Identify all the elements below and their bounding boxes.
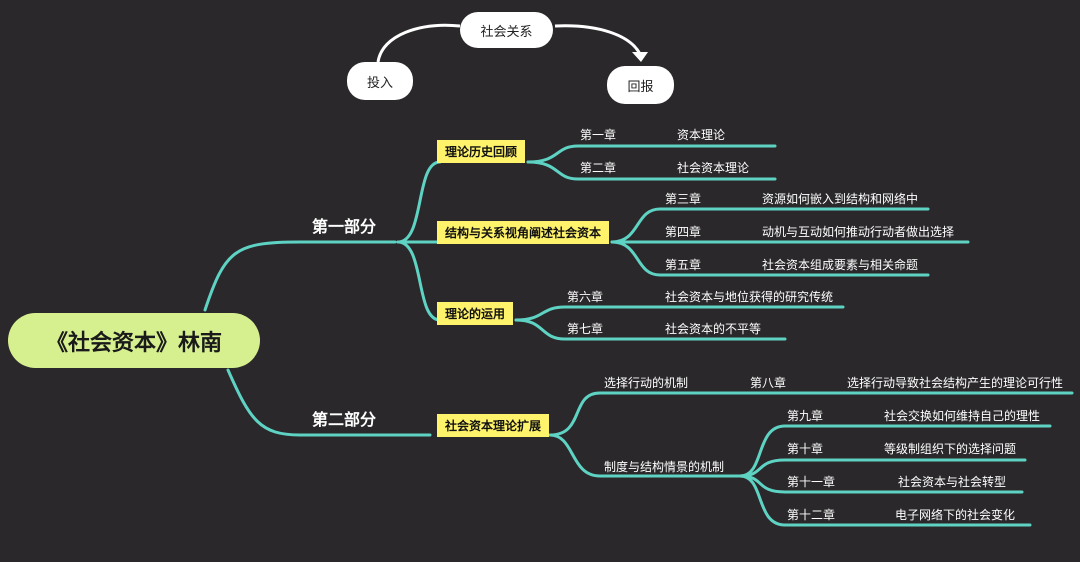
part2-label: 第二部分 — [312, 410, 377, 429]
branch-t4-s2 — [548, 433, 742, 478]
chapter-11-title: 社会资本与社会转型 — [898, 475, 1007, 489]
chapter-4-title: 动机与互动如何推动行动者做出选择 — [762, 225, 955, 239]
chapter-10-title: 等级制组织下的选择问题 — [884, 442, 1017, 456]
chapter-12-number: 第十二章 — [787, 508, 836, 522]
invest-pill: 投入 — [347, 62, 413, 100]
branch-p1-t1 — [396, 160, 442, 244]
chapter-3-number: 第三章 — [665, 192, 702, 206]
sub-choice-mechanism: 选择行动的机制 — [604, 376, 689, 390]
sub-institution-mechanism: 制度与结构情景的机制 — [604, 460, 725, 474]
chapter-8-number: 第八章 — [750, 376, 787, 390]
branch-s2-ch9 — [738, 424, 1052, 478]
chapter-6-number: 第六章 — [567, 290, 604, 304]
topic-extension: 社会资本理论扩展 — [437, 414, 550, 437]
branch-t4-s1 — [548, 391, 1074, 437]
chapter-9-number: 第九章 — [787, 409, 824, 423]
chapter-2-title: 社会资本理论 — [677, 161, 750, 175]
root-node: 《社会资本》林南 — [8, 313, 260, 368]
topic-history: 理论历史回顾 — [437, 140, 526, 163]
chapter-6-title: 社会资本与地位获得的研究传统 — [665, 290, 834, 304]
branch-t2-ch5 — [610, 240, 930, 277]
branch-t3-ch7 — [514, 318, 787, 341]
chapter-1-number: 第一章 — [580, 128, 617, 142]
branch-t3-ch6 — [514, 305, 845, 322]
return-pill: 回报 — [607, 66, 674, 104]
chapter-3-title: 资源如何嵌入到结构和网络中 — [762, 192, 919, 206]
social-relation-pill: 社会关系 — [460, 12, 553, 48]
cycle-arrow-right — [554, 24, 642, 55]
branch-root-part2 — [226, 368, 432, 437]
chapter-5-number: 第五章 — [665, 258, 702, 272]
cycle-arrowhead — [632, 52, 648, 62]
cycle-arrow-left — [376, 23, 461, 63]
branch-p1-t3 — [396, 240, 442, 322]
topic-structure: 结构与关系视角阐述社会资本 — [437, 221, 610, 244]
chapter-5-title: 社会资本组成要素与相关命题 — [762, 258, 919, 272]
branch-root-part1 — [203, 240, 397, 312]
chapter-11-number: 第十一章 — [787, 475, 836, 489]
chapter-9-title: 社会交换如何维持自己的理性 — [884, 409, 1041, 423]
chapter-1-title: 资本理论 — [677, 128, 726, 142]
chapter-7-title: 社会资本的不平等 — [665, 322, 762, 336]
topic-application: 理论的运用 — [437, 302, 514, 325]
chapter-2-number: 第二章 — [580, 161, 617, 175]
part1-label: 第一部分 — [312, 217, 377, 236]
branch-s2-ch12 — [738, 474, 1032, 527]
chapter-12-title: 电子网络下的社会变化 — [895, 508, 1016, 522]
chapter-10-number: 第十章 — [787, 442, 824, 456]
chapter-8-title: 选择行动导致社会结构产生的理论可行性 — [847, 376, 1064, 390]
chapter-4-number: 第四章 — [665, 225, 702, 239]
chapter-7-number: 第七章 — [567, 322, 604, 336]
branch-t1-ch2 — [526, 160, 777, 181]
